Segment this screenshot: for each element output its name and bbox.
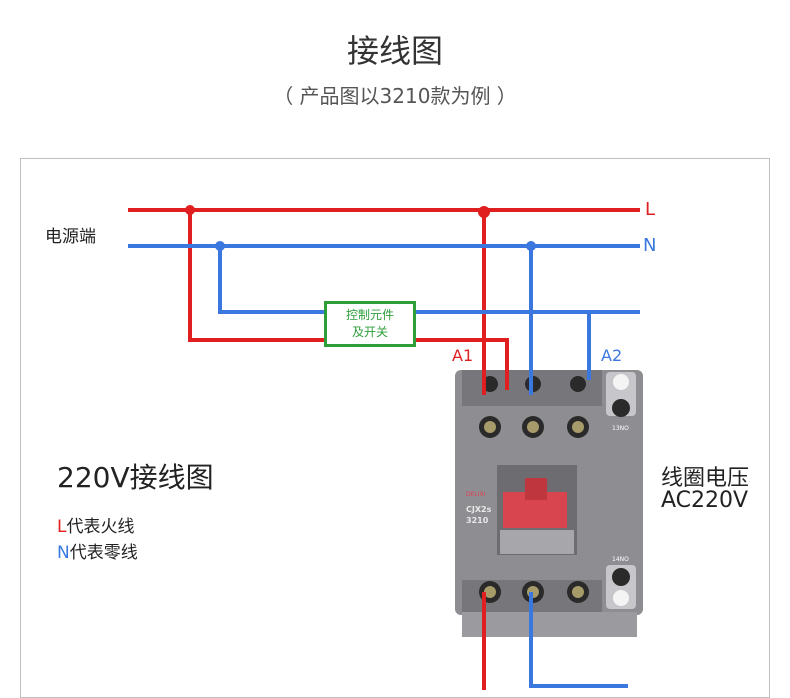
contactor-button-top: [525, 478, 547, 500]
neutral-line-label: N: [643, 235, 657, 256]
power-source-label: 电源端: [45, 227, 96, 247]
brand-text: DELIXI: [466, 491, 486, 498]
control-element-label-1: 控制元件: [345, 308, 394, 322]
legend-neutral: N代表零线: [57, 538, 138, 563]
neutral-wire: [128, 244, 640, 688]
page-subtitle: （ 产品图以3210款为例 ）: [273, 84, 517, 108]
control-element-box: 控制元件 及开关: [324, 301, 416, 347]
page-title: 接线图: [346, 32, 443, 70]
junction-dot: [215, 241, 225, 251]
legend-live: L代表火线: [57, 512, 134, 537]
junction-dot: [478, 206, 490, 218]
terminal-screw-head: [484, 421, 496, 433]
coil-voltage-value: AC220V: [661, 488, 749, 513]
legend-neutral-text: 代表零线: [69, 543, 138, 563]
model-number: 3210: [466, 516, 489, 525]
aux-bottom-hole: [613, 590, 629, 606]
terminal-screw-head: [484, 586, 496, 598]
live-wire: [128, 208, 640, 690]
coil-screw: [570, 376, 586, 392]
aux-bottom-label: 14NO: [612, 556, 629, 563]
live-line-label: L: [645, 199, 656, 220]
junction-dot: [526, 241, 536, 251]
aux-top-screw: [612, 399, 630, 417]
terminal-screw-head: [527, 421, 539, 433]
terminal-a2-label: A2: [601, 346, 623, 365]
wiring-title: 220V接线图: [57, 461, 214, 494]
coil-voltage-label: 线圈电压: [661, 466, 750, 491]
contactor-base: [462, 612, 637, 637]
aux-top-label: 13NO: [612, 425, 629, 432]
terminal-screw-head: [572, 421, 584, 433]
terminal-a1-label: A1: [452, 346, 474, 365]
model-text: CJX2s: [466, 505, 492, 514]
legend-live-text: 代表火线: [66, 517, 135, 537]
aux-bottom-screw: [612, 568, 630, 586]
control-element-label-2: 及开关: [351, 325, 388, 339]
legend-neutral-letter: N: [57, 543, 70, 563]
aux-top-hole: [613, 374, 629, 390]
terminal-screw-head: [572, 586, 584, 598]
junction-dot: [185, 205, 195, 215]
contactor-slider: [500, 530, 574, 554]
legend-live-letter: L: [57, 517, 67, 537]
